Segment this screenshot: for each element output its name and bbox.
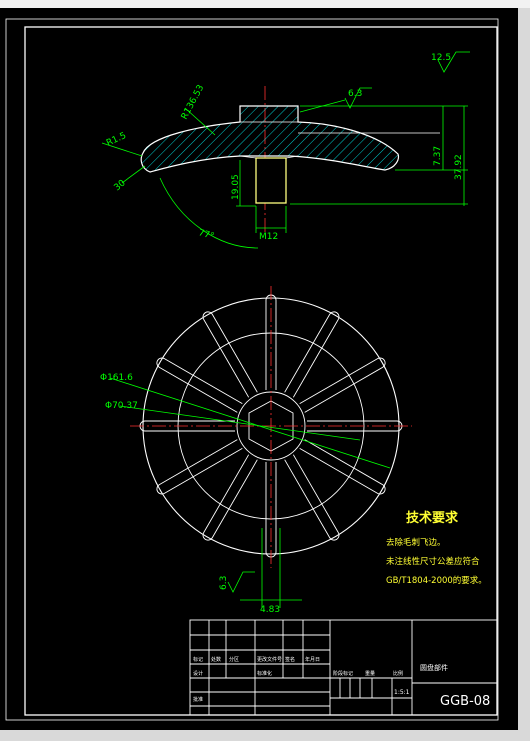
spoke	[299, 439, 386, 495]
spoke	[299, 357, 386, 413]
tb-standard: 标准化	[257, 670, 272, 677]
dim-boss-height: 7.37	[433, 146, 443, 166]
dim-outer-diameter: Φ161.6	[100, 373, 133, 383]
spoke	[202, 311, 258, 398]
outer-border	[5, 18, 499, 721]
horizontal-scrollbar[interactable]	[0, 730, 530, 741]
viewer-top-strip	[0, 0, 530, 8]
sleeve-insert	[255, 157, 287, 204]
tb-scale-value: 1:5:1	[394, 689, 410, 696]
spoke	[202, 454, 258, 541]
dim-sleeve-height: 19.05	[231, 174, 241, 200]
dim-r-small: R1.5	[105, 131, 128, 149]
tech-line-2: 未注线性尺寸公差应符合	[386, 556, 480, 567]
tb-stage: 阶段标记	[333, 670, 353, 677]
section-dimensions	[101, 51, 470, 249]
dim-rib-width: 4.83	[260, 605, 280, 615]
dim-inner-diameter: Φ70.37	[105, 401, 138, 411]
dim-total-height: 37.92	[454, 154, 464, 180]
section-view	[140, 86, 440, 233]
part-name: 圆盘部件	[420, 663, 448, 672]
roughness-general: 12.5	[431, 53, 451, 63]
tech-line-3: GB/T1804-2000的要求。	[386, 575, 487, 586]
tb-cell-2: 处数	[211, 656, 221, 663]
dim-bore: M12	[259, 232, 278, 242]
plan-dimensions	[109, 377, 391, 608]
tb-design: 设计	[193, 670, 203, 677]
vertical-scrollbar[interactable]	[518, 8, 530, 730]
tb-cell-1: 标记	[193, 656, 203, 663]
tb-cell-4: 更改文件号	[257, 656, 282, 663]
roughness-bottom: 6.3	[219, 576, 229, 590]
tech-title: 技术要求	[406, 510, 459, 526]
spoke	[284, 454, 340, 541]
spoke	[156, 357, 243, 413]
tb-cell-3: 分区	[229, 656, 239, 663]
disc-section-body	[140, 105, 400, 173]
cad-drawing: R1.5 R136.53 30 77° 19.05 M12 7.37 37.92…	[5, 18, 499, 721]
roughness-surface: 6.3	[348, 89, 362, 99]
tech-line-1: 去除毛刺飞边。	[386, 537, 446, 548]
tb-approve: 批准	[193, 696, 203, 703]
tb-cell-6: 年月日	[305, 656, 320, 663]
tb-scale-label: 比例	[393, 670, 403, 677]
spoke	[284, 311, 340, 398]
dim-angle: 77°	[197, 228, 215, 242]
drawing-sheet: R1.5 R136.53 30 77° 19.05 M12 7.37 37.92…	[0, 8, 518, 730]
spoke	[156, 439, 243, 495]
tb-cell-5: 签名	[285, 656, 295, 663]
title-block	[189, 619, 498, 716]
tb-weight: 重量	[365, 670, 375, 677]
drawing-number: GGB-08	[440, 694, 490, 709]
